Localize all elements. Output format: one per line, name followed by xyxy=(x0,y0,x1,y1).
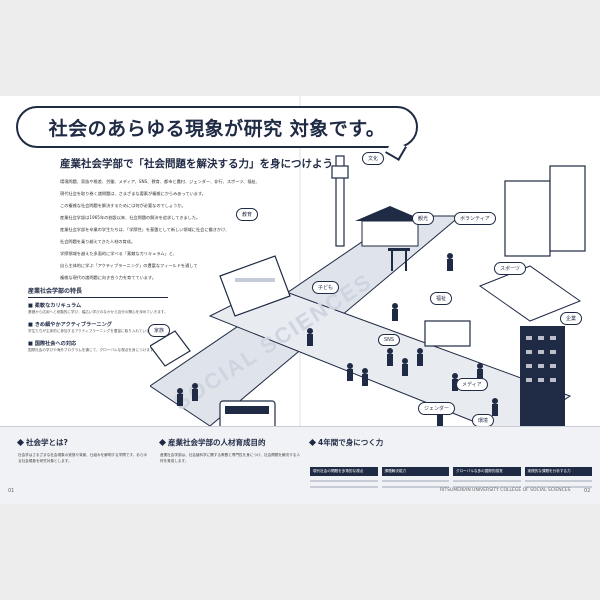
text-line xyxy=(453,486,521,488)
feature-text: 学生たちが主体的に参加するアクティブラーニングを豊富に取り入れています。 xyxy=(28,329,157,333)
feature-item: ■ 国際社会への対応 国際社会の学びや海外プログラムを通じて、グローバルな視点を… xyxy=(28,340,168,353)
section-purpose: 産業社会学部の人材育成目的 産業社会学部は、社会諸科学に関する教養と専門性を身に… xyxy=(158,437,300,464)
section-skills: 4年間で身につく力 xyxy=(308,437,590,448)
diamond-icon xyxy=(16,438,25,447)
skill-caption: グローバルな多の国際的感覚 xyxy=(453,467,521,476)
tower-top xyxy=(331,165,349,179)
office-building xyxy=(504,180,551,257)
feature-heading: ■ 国際社会への対応 xyxy=(28,341,77,347)
label-volunteer: ボランティア xyxy=(454,212,496,225)
headline: 社会のあらゆる現象が研究 対象です。 xyxy=(48,117,386,140)
torii-post xyxy=(405,251,407,271)
label-business: 企業 xyxy=(560,312,583,325)
body-text: 環境問題、家族や格差、労働、メディア、SNS、教育、都市と農村、ジェンダー、非行… xyxy=(60,176,260,284)
diamond-icon xyxy=(158,438,167,447)
torii-beam xyxy=(388,248,410,251)
bus xyxy=(219,400,276,430)
text-line xyxy=(524,486,592,488)
label-education: 教育 xyxy=(236,208,259,221)
section-title: 社会学とは? xyxy=(26,438,68,447)
section-text: 産業社会学部は、社会諸科学に関する教養と専門性を身につけ、社会問題を解決する人材… xyxy=(160,453,300,463)
company-windows xyxy=(526,336,556,382)
bottom-band: 社会学とは? 社会学はさまざまな社会現象の実態や背景、仕組みを解明する学問です。… xyxy=(0,426,600,504)
body-line: 複雑な現代の諸問題に向き合う力を育てています。 xyxy=(60,275,156,280)
food-truck xyxy=(424,320,471,347)
text-line xyxy=(310,480,378,482)
label-sports: スポーツ xyxy=(494,262,526,275)
feature-item: ■ きめ細やかアクティブラーニング 学生たちが主体的に参加するアクティブラーニン… xyxy=(28,321,168,334)
label-gender: ジェンダー xyxy=(418,402,456,415)
temple-roof xyxy=(355,206,425,221)
feature-heading: ■ きめ細やかアクティブラーニング xyxy=(28,322,112,328)
skill-item: グローバルな多の国際的感覚 xyxy=(453,467,521,497)
people-crowd xyxy=(177,253,498,426)
label-children: 子ども xyxy=(312,281,340,294)
body-line: 学際領域を越えた多面的に学べる「素敵なカリキュラム」と、 xyxy=(60,251,177,256)
skills-list: 現代社会の問題を多角的な視点 課題解決能力 グローバルな多の国際的感覚 実践的な… xyxy=(310,467,592,497)
page-number-left: 01 xyxy=(8,488,15,494)
bus-window xyxy=(225,406,269,414)
diamond-icon xyxy=(308,438,317,447)
text-line xyxy=(381,486,449,488)
text-line xyxy=(524,480,592,482)
section-title: 4年間で身につく力 xyxy=(318,438,384,447)
city-illustration: SOCIAL SCIENCES xyxy=(150,155,586,436)
section-heading: 産業社会学部の人材育成目的 xyxy=(158,437,300,448)
features-box: 産業社会学部の特長 ■ 柔軟なカリキュラム 基礎から応用へと段階的に学び、幅広い… xyxy=(28,286,168,436)
body-line: この複雑な社会問題を解決するためには何が必要なのでしょうか。 xyxy=(60,203,186,208)
body-line: 産業社会学部は1965年の創設以来、社会問題の解決を追求してきました。 xyxy=(60,215,201,220)
headline-bubble: 社会のあらゆる現象が研究 対象です。 xyxy=(16,106,418,148)
school-building xyxy=(219,255,291,317)
brochure-spread: 社会のあらゆる現象が研究 対象です。 産業社会学部で「社会問題を解決する力」を身… xyxy=(0,96,600,504)
label-tourism: 観光 xyxy=(412,212,435,225)
section-title: 産業社会学部の人材育成目的 xyxy=(168,438,266,447)
label-media: メディア xyxy=(456,378,488,391)
skill-item: 課題解決能力 xyxy=(381,467,449,497)
features-title: 産業社会学部の特長 xyxy=(28,286,168,298)
text-line xyxy=(310,486,378,488)
feature-text: 基礎から応用へと段階的に学び、幅広い学びのなかから自分の関心を深めていきます。 xyxy=(28,310,168,314)
text-line xyxy=(453,480,521,482)
skill-caption: 現代社会の問題を多角的な視点 xyxy=(310,467,378,476)
body-line: 現代社会を取り巻く諸問題は、さまざまな要素が複雑にからみあっています。 xyxy=(60,191,206,196)
skill-caption: 課題解決能力 xyxy=(381,467,449,476)
footer-text: RITSUMEIKAN UNIVERSITY COLLEGE OF SOCIAL… xyxy=(440,488,571,493)
subtitle: 産業社会学部で「社会問題を解決する力」を身につけよう xyxy=(60,158,333,170)
feature-heading: ■ 柔軟なカリキュラム xyxy=(28,303,82,309)
label-family: 家族 xyxy=(148,324,171,337)
body-line: 環境問題、家族や格差、労働、メディア、SNS、教育、都市と農村、ジェンダー、非行… xyxy=(60,179,260,184)
label-sns: SNS xyxy=(378,334,401,346)
body-line: 自ら主体的に学ぶ「アクティブラーニング」の豊富なフィールドを通して xyxy=(60,263,198,268)
temple-body xyxy=(361,220,419,247)
feature-item: ■ 柔軟なカリキュラム 基礎から応用へと段階的に学び、幅広い学びのなかから自分の… xyxy=(28,302,168,315)
skill-caption: 実践的な課題を分析する力 xyxy=(524,467,592,476)
label-welfare: 福祉 xyxy=(430,292,453,305)
section-heading: 4年間で身につく力 xyxy=(308,437,590,448)
body-line: 社会問題を乗り越えてきた人材の育成。 xyxy=(60,239,136,244)
section-text: 社会学はさまざまな社会現象の実態や背景、仕組みを解明する学問です。あらゆる社会現… xyxy=(18,453,148,463)
section-sociology: 社会学とは? 社会学はさまざまな社会現象の実態や背景、仕組みを解明する学問です。… xyxy=(16,437,148,464)
torii-post xyxy=(391,251,393,271)
label-culture: 文化 xyxy=(362,152,385,165)
school-windows xyxy=(235,278,275,282)
skill-item: 現代社会の問題を多角的な視点 xyxy=(310,467,378,497)
text-line xyxy=(381,480,449,482)
feature-text: 国際社会の学びや海外プログラムを通じて、グローバルな視点を身につけます。 xyxy=(28,348,157,352)
skill-item: 実践的な課題を分析する力 xyxy=(524,467,592,497)
page-number-right: 02 xyxy=(584,488,591,494)
tower xyxy=(335,155,345,247)
office-building xyxy=(549,165,586,252)
section-heading: 社会学とは? xyxy=(16,437,148,448)
body-line: 産業社会学部を卒業の学生たちは、「学際性」を基盤として新しい領域に社会に働きかけ… xyxy=(60,227,230,232)
